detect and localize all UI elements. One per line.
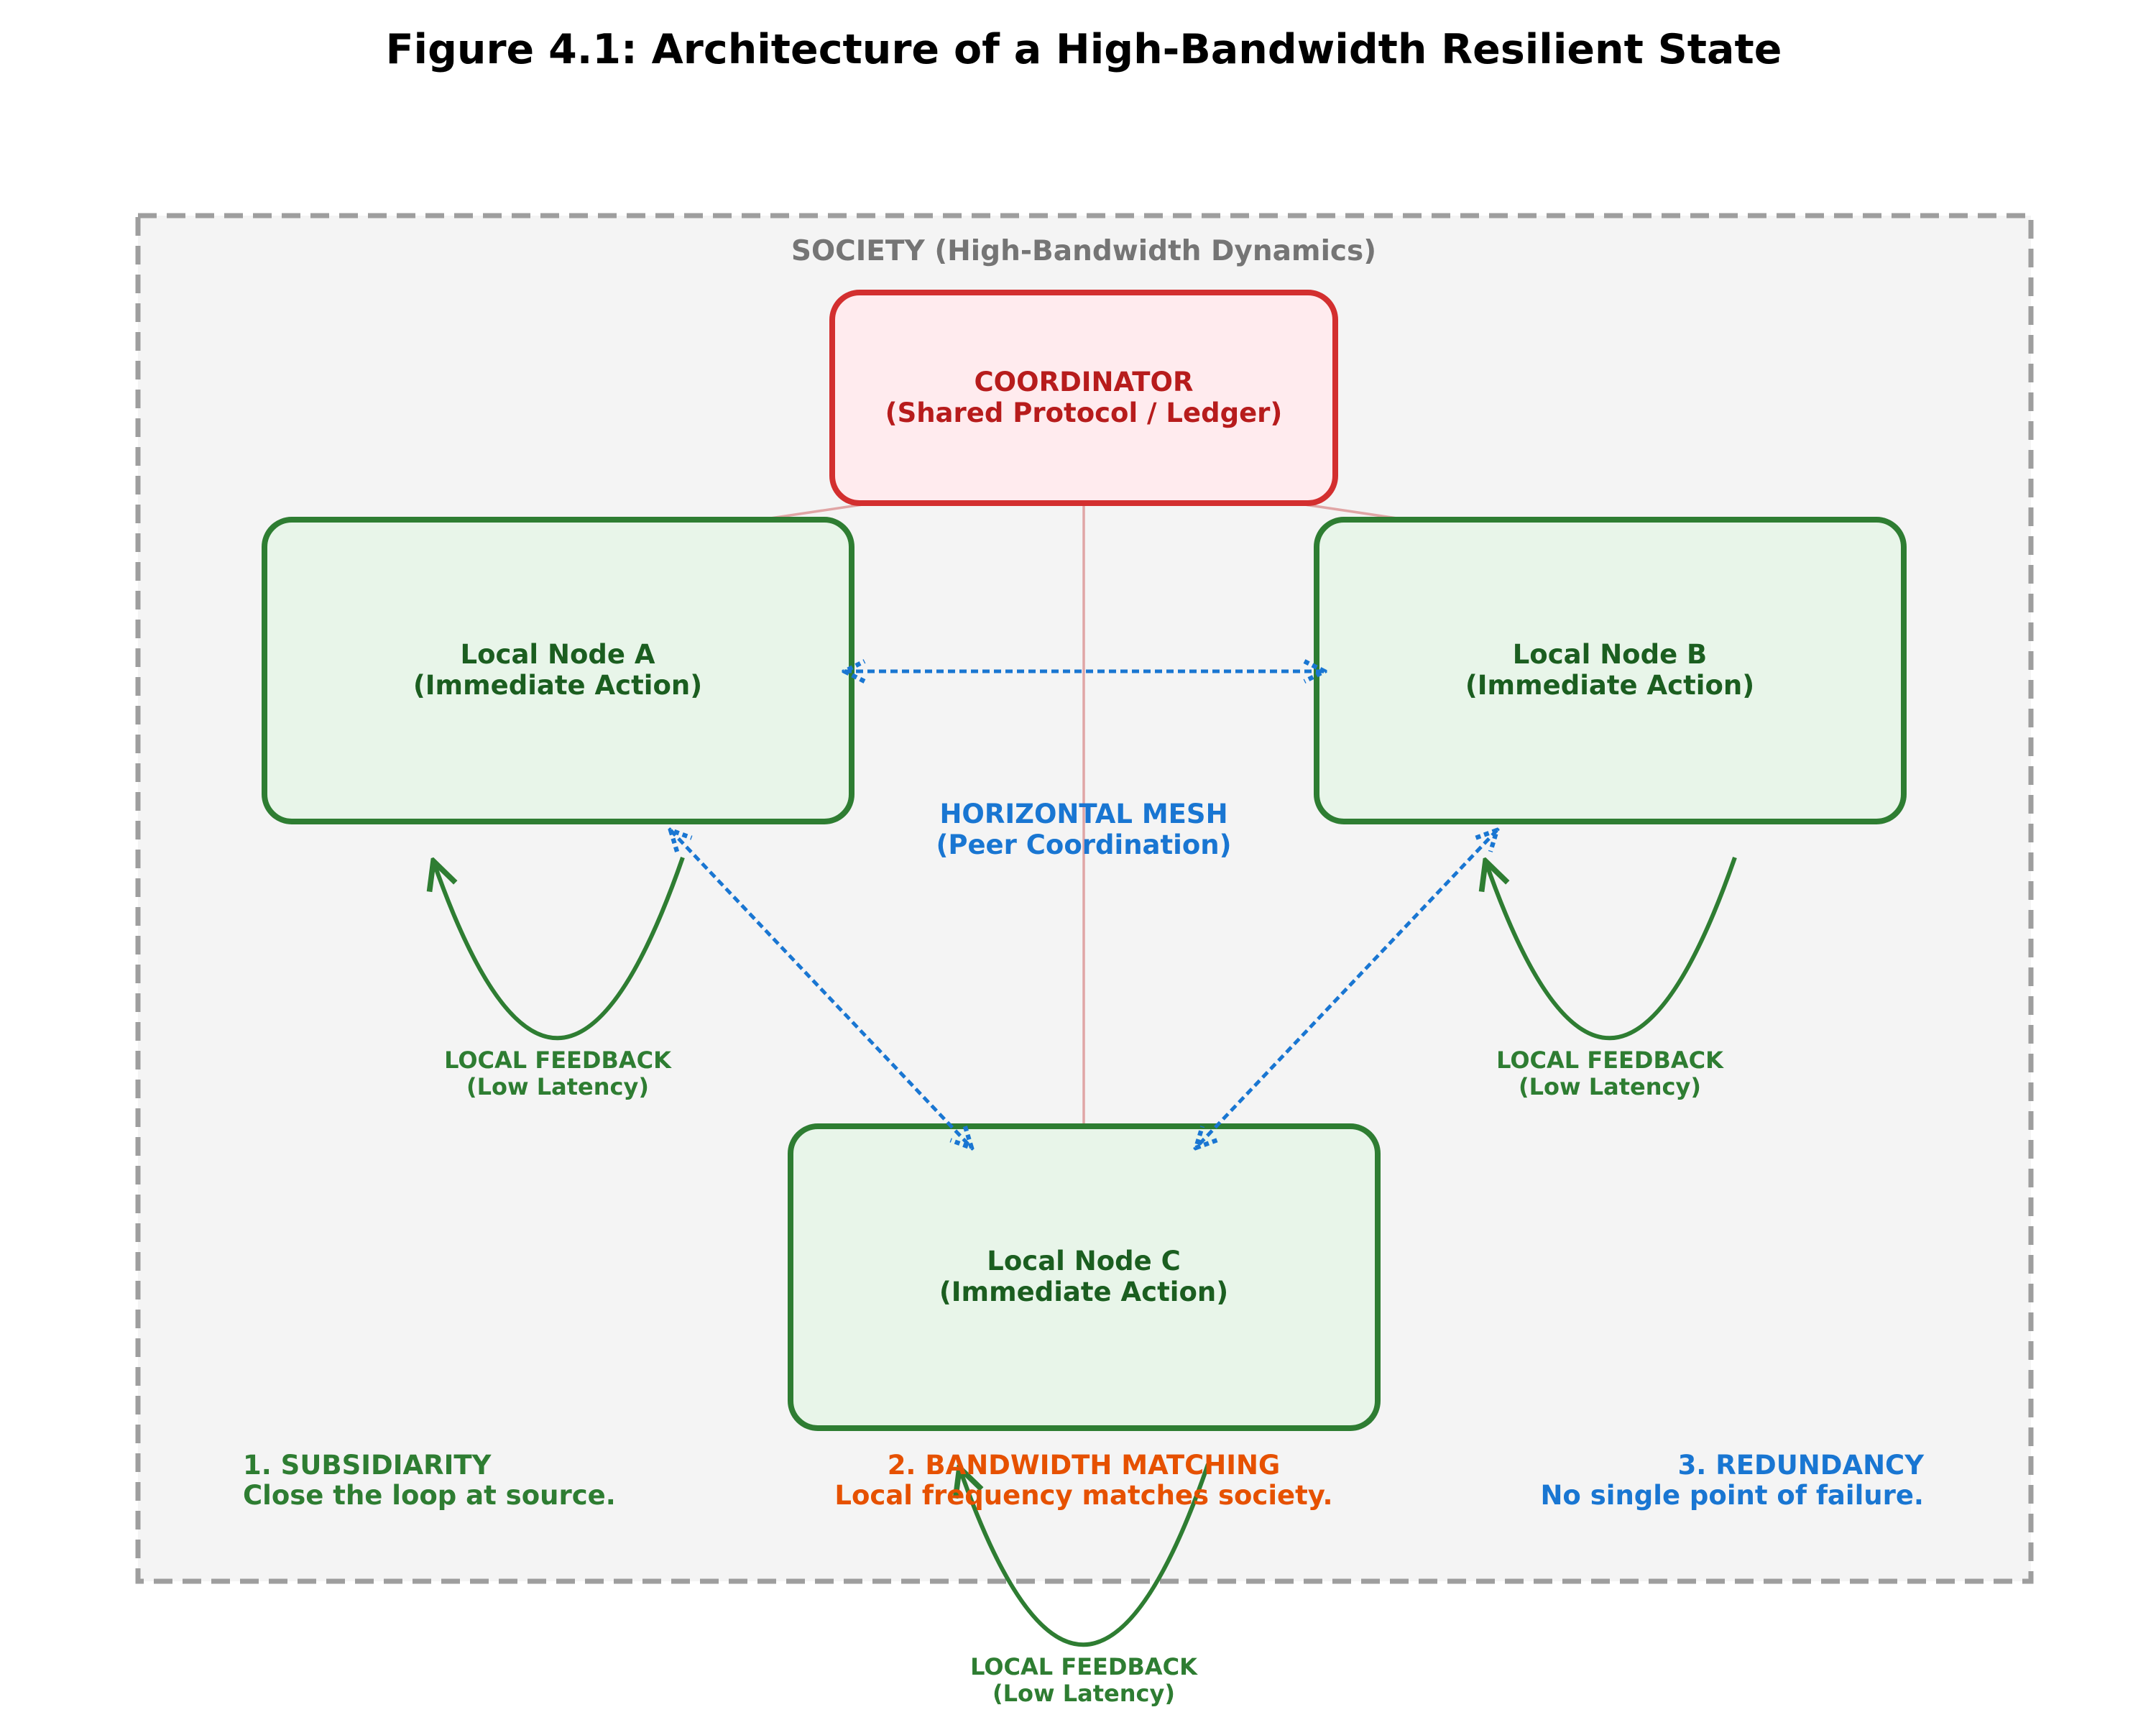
mesh-subtitle: (Peer Coordination) — [936, 829, 1231, 860]
local-node-b: Local Node B (Immediate Action) — [1314, 517, 1907, 824]
feedback-c-title: LOCAL FEEDBACK — [970, 1653, 1198, 1680]
redundancy-description: No single point of failure. — [1540, 1480, 1924, 1511]
node-a-subtitle: (Immediate Action) — [413, 670, 702, 701]
node-a-title: Local Node A — [461, 639, 655, 670]
feedback-b-subtitle: (Low Latency) — [1519, 1073, 1701, 1100]
horizontal-mesh-links — [671, 671, 1497, 1148]
bandwidth-description: Local frequency matches society. — [834, 1480, 1332, 1511]
feedback-loop-b: LOCAL FEEDBACK (Low Latency) — [1485, 857, 1737, 1100]
coordinator-title: COORDINATOR — [975, 367, 1194, 397]
principle-subsidiarity: 1. SUBSIDIARITY Close the loop at source… — [243, 1450, 616, 1511]
feedback-loop-a-arrow — [433, 857, 685, 1041]
node-b-subtitle: (Immediate Action) — [1465, 670, 1754, 701]
node-c-box — [788, 1123, 1381, 1431]
principle-bandwidth-matching: 2. BANDWIDTH MATCHING Local frequency ma… — [834, 1450, 1332, 1511]
coordinator: COORDINATOR (Shared Protocol / Ledger) — [829, 290, 1338, 506]
feedback-b-title: LOCAL FEEDBACK — [1496, 1046, 1724, 1074]
feedback-loop-c-arrow — [959, 1464, 1210, 1647]
subsidiarity-title: 1. SUBSIDIARITY — [243, 1450, 492, 1481]
coordinator-box — [829, 290, 1338, 506]
mesh-title: HORIZONTAL MESH — [939, 799, 1227, 829]
subsidiarity-description: Close the loop at source. — [243, 1480, 616, 1511]
principle-redundancy: 3. REDUNDANCY No single point of failure… — [1540, 1450, 1925, 1511]
mesh-link-a-c — [671, 830, 972, 1148]
mesh-link-b-c — [1196, 830, 1497, 1148]
node-b-title: Local Node B — [1513, 639, 1708, 670]
feedback-c-subtitle: (Low Latency) — [992, 1680, 1175, 1707]
society-label: SOCIETY (High-Bandwidth Dynamics) — [791, 235, 1376, 267]
feedback-loop-c: LOCAL FEEDBACK (Low Latency) — [959, 1464, 1210, 1707]
coordinator-subtitle: (Shared Protocol / Ledger) — [885, 397, 1283, 428]
node-c-subtitle: (Immediate Action) — [939, 1276, 1228, 1307]
local-node-a: Local Node A (Immediate Action) — [262, 517, 854, 824]
local-node-c: Local Node C (Immediate Action) — [788, 1123, 1381, 1431]
redundancy-title: 3. REDUNDANCY — [1678, 1450, 1925, 1481]
feedback-a-title: LOCAL FEEDBACK — [444, 1046, 672, 1074]
feedback-a-subtitle: (Low Latency) — [466, 1073, 649, 1100]
bandwidth-title: 2. BANDWIDTH MATCHING — [888, 1450, 1281, 1481]
figure-title: Figure 4.1: Architecture of a High-Bandw… — [386, 26, 1782, 73]
node-c-title: Local Node C — [987, 1246, 1180, 1276]
feedback-loop-b-arrow — [1485, 857, 1737, 1041]
feedback-loop-a: LOCAL FEEDBACK (Low Latency) — [433, 857, 685, 1100]
